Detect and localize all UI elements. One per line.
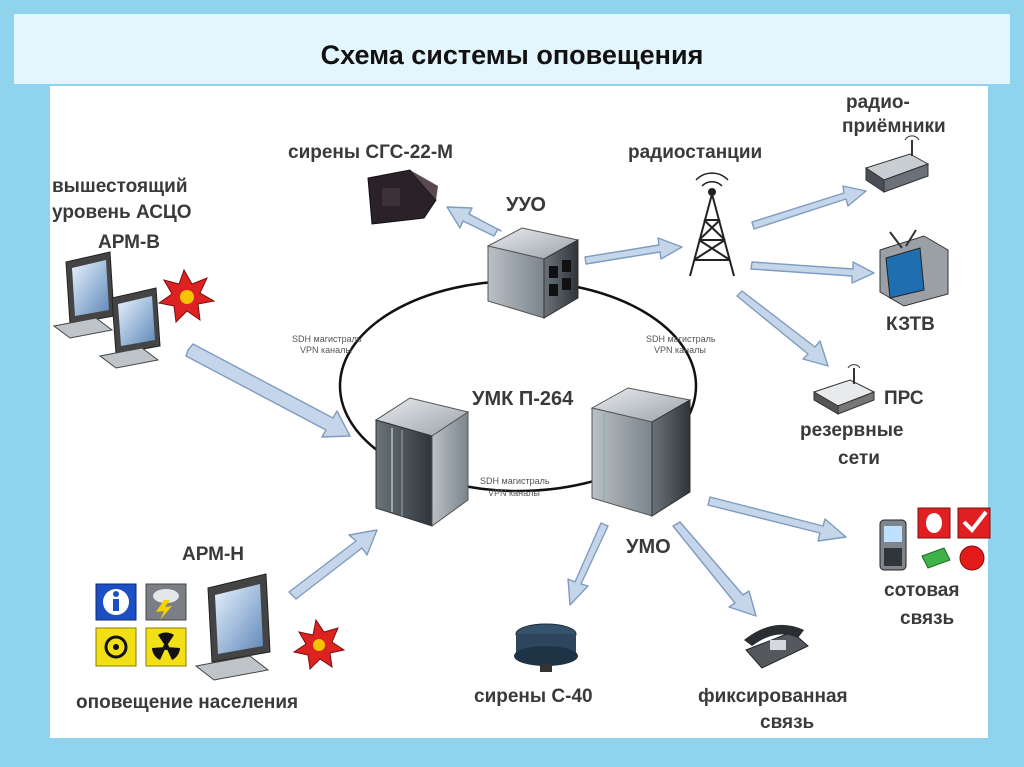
uuo-label: УУО [506,194,546,216]
fixed-label-line1: фиксированная [698,686,848,707]
arm-v-computers-icon [52,251,161,369]
tv-icon [879,229,949,307]
arrow-armn-to-umk [288,529,378,600]
umo-server-icon [590,387,692,517]
arrow-umo-to-fixed [672,521,757,617]
siren-s40-icon [514,623,578,672]
prs-label-line2: резервные [800,420,904,441]
umk-label: УМК П-264 [472,388,574,410]
higher-level-label-line2: уровень АСЦО [52,202,192,223]
fixed-label-line2: связь [760,712,815,733]
radio-receiver-icon [864,135,930,193]
arrow-armv-to-umk [185,343,351,438]
umk-server-icon [374,397,470,527]
radio-receivers-label-line2: приёмники [842,116,946,137]
cellular-label-line1: сотовая [884,580,960,601]
sdh-right-label-line1: SDH магистраль [646,334,716,344]
sdh-left-label-line2: VPN каналы [300,345,352,355]
biohazard-icon [95,627,137,667]
prs-label-line3: сети [838,448,880,469]
title-band [14,14,1010,84]
radiation-icon [145,627,187,667]
emergency-emblem-icon-2 [292,618,346,671]
arrow-umo-to-sirens-s40 [567,522,609,606]
slide-title: Схема системы оповещения [320,40,704,70]
storm-icon [145,583,187,621]
alarm-icon [917,507,951,539]
info-icon [95,583,137,621]
sdh-center-label-line1: SDH магистраль [480,476,550,486]
kztv-label: КЗТВ [886,314,935,335]
money-icon [921,547,951,569]
red-dot-icon [959,545,985,571]
sdh-right-label-line2: VPN каналы [654,345,706,355]
uuo-server-icon [486,227,580,319]
sirens-sgs-label: сирены СГС-22-М [288,142,453,163]
radio-receivers-label-line1: радио- [846,92,910,113]
radio-tower-icon [689,172,735,277]
arm-n-label: АРМ-Н [182,544,245,565]
arrow-radio-to-receivers [751,185,867,230]
arrow-uuo-to-sirens [446,206,502,237]
siren-sgs-icon [367,169,438,225]
umo-label: УМО [626,536,671,558]
router-icon [812,364,876,415]
arrow-radio-to-kztv [750,261,875,284]
cellular-label-line2: связь [900,608,955,629]
arrow-radio-to-prs [736,290,829,367]
sdh-left-label-line1: SDH магистраль [292,334,362,344]
mobile-phone-icon [879,519,907,571]
sirens-s40-label: сирены С-40 [474,686,593,707]
arrow-umo-to-cellular [707,496,847,542]
emergency-emblem-icon [157,268,216,324]
check-icon [957,507,991,539]
radio-stations-label: радиостанции [628,142,763,163]
fixed-phone-icon [744,624,809,669]
prs-label-line1: ПРС [884,388,924,409]
arm-v-label: АРМ-В [98,232,161,253]
arm-n-computer-icon [194,573,271,681]
higher-level-label-line1: вышестоящий [52,176,188,197]
population-alert-label: оповещение населения [76,692,299,713]
sdh-center-label-line2: VPN каналы [488,488,540,498]
arrow-uuo-to-radio [584,237,683,265]
